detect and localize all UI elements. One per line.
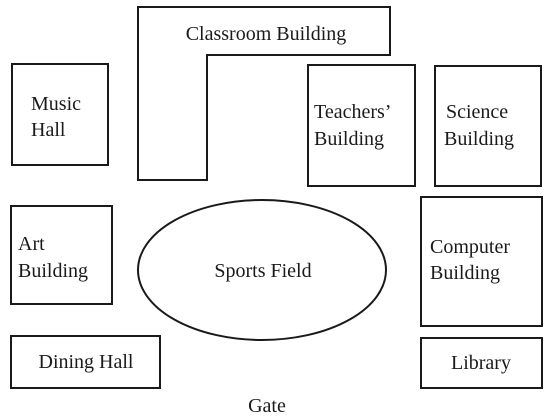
teachers-building-label-line2: Building: [314, 128, 384, 150]
computer-building-label-line1: Computer: [430, 236, 510, 258]
dining-hall: Dining Hall: [10, 335, 161, 389]
science-building-label-line1: Science: [446, 101, 508, 123]
science-building-label-line2: Building: [444, 128, 514, 150]
music-hall: Music Hall: [11, 63, 109, 166]
music-hall-label-line1: Music: [31, 93, 81, 115]
teachers-building-label-line1: Teachers’: [314, 101, 391, 123]
art-building-label-line2: Building: [18, 260, 88, 282]
sports-field-label: Sports Field: [214, 260, 311, 282]
library-outline: [420, 337, 543, 389]
music-hall-label-line2: Hall: [31, 119, 66, 141]
library: Library: [420, 337, 543, 389]
music-hall-outline: [11, 63, 109, 166]
art-building-label-line1: Art: [18, 233, 45, 255]
dining-hall-label: Dining Hall: [39, 351, 134, 373]
classroom-building-label: Classroom Building: [186, 23, 347, 45]
computer-building-outline: [420, 196, 543, 327]
teachers-building-outline: [307, 64, 416, 187]
library-label: Library: [451, 352, 511, 374]
gate-label: Gate: [248, 395, 286, 417]
science-building: Science Building: [434, 65, 542, 187]
sports-field: Sports Field: [137, 199, 387, 341]
computer-building-label-line2: Building: [430, 262, 500, 284]
classroom-building: Classroom Building: [137, 6, 391, 181]
sports-field-outline: [137, 199, 387, 341]
classroom-building-outline: [137, 6, 391, 181]
art-building-outline: [10, 205, 113, 305]
computer-building: Computer Building: [420, 196, 543, 327]
teachers-building: Teachers’ Building: [307, 64, 416, 187]
dining-hall-outline: [10, 335, 161, 389]
art-building: Art Building: [10, 205, 113, 305]
science-building-outline: [434, 65, 542, 187]
